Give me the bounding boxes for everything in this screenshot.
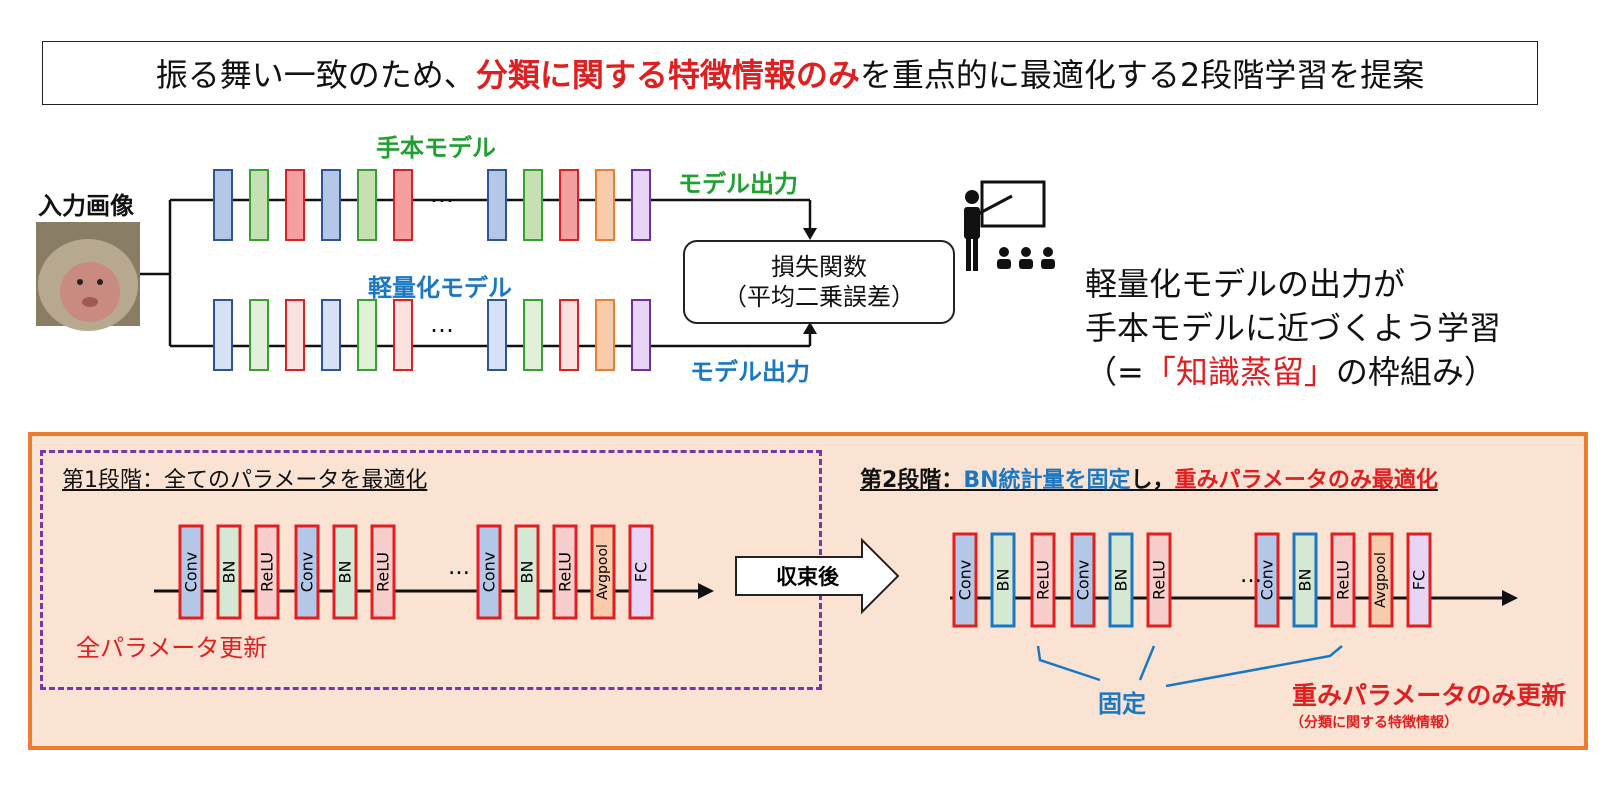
title-box: 振る舞い一致のため、分類に関する特徴情報のみを重点的に最適化する2段階学習を提案 bbox=[42, 41, 1538, 105]
layer-bn bbox=[216, 524, 242, 620]
layer-label-bn: BN bbox=[336, 561, 355, 584]
layer-label-conv: Conv bbox=[182, 552, 201, 593]
stage1-flow-arrowhead bbox=[698, 583, 714, 599]
layer-label-conv: Conv bbox=[480, 552, 499, 593]
stage1-title: 第1段階：全てのパラメータを最適化 bbox=[62, 468, 428, 493]
layer-relu bbox=[370, 524, 396, 620]
title-pre: 振る舞い一致のため、 bbox=[155, 56, 476, 94]
layer-conv bbox=[1254, 532, 1280, 628]
student-arrowhead bbox=[803, 322, 817, 334]
layer-label-bn: BN bbox=[1296, 569, 1315, 592]
teacher-model-label: 手本モデル bbox=[376, 134, 496, 162]
explanation-line3: （=「知識蒸留」の枠組み） bbox=[1085, 353, 1496, 391]
weights-update-label: 重みパラメータのみ更新 bbox=[1292, 681, 1567, 710]
explanation-line1: 軽量化モデルの出力が bbox=[1085, 265, 1406, 303]
input-image bbox=[36, 222, 140, 331]
teacher-output-label: モデル出力 bbox=[678, 170, 798, 198]
layer-conv bbox=[1070, 532, 1096, 628]
converged-arrow bbox=[735, 537, 900, 615]
layer-avgpool bbox=[1368, 532, 1394, 628]
student-ellipsis: … bbox=[430, 310, 454, 338]
fixed-connectors bbox=[1036, 645, 1343, 688]
stage2-title: 第2段階：BN統計量を固定し，重みパラメータのみ最適化 bbox=[860, 468, 1438, 493]
explanation-line2: 手本モデルに近づくよう学習 bbox=[1085, 309, 1502, 347]
layer-relu bbox=[1030, 532, 1056, 628]
loss-subtitle: （平均二乗誤差） bbox=[723, 283, 915, 311]
layer-conv bbox=[476, 524, 502, 620]
stage2-title-red: 重みパラメータのみ最適化 bbox=[1174, 468, 1438, 493]
stage1-note: 全パラメータ更新 bbox=[76, 634, 268, 662]
layer-bn-fixed bbox=[990, 532, 1016, 628]
layer-label-relu: ReLU bbox=[1034, 560, 1053, 600]
layer-label-relu: ReLU bbox=[1334, 560, 1353, 600]
layer-label-conv: Conv bbox=[1074, 560, 1093, 601]
weights-update-sublabel: （分類に関する特徴情報） bbox=[1290, 715, 1458, 731]
teacher-ellipsis: … bbox=[430, 180, 454, 208]
layer-conv bbox=[294, 524, 320, 620]
layer-bn bbox=[514, 524, 540, 620]
layer-label-relu: ReLU bbox=[374, 552, 393, 592]
teacher-layers bbox=[213, 169, 651, 241]
student-output-label: モデル出力 bbox=[690, 358, 810, 386]
fixed-label: 固定 bbox=[1098, 690, 1146, 718]
layer-label-fc: FC bbox=[632, 562, 651, 582]
layer-label-fc: FC bbox=[1410, 570, 1429, 590]
stage2-layers: Conv BN ReLU Conv BN ReLU Conv BN ReLU Avgpool FC bbox=[952, 532, 1432, 628]
teacher-icon bbox=[964, 180, 1055, 271]
layer-label-avgpool: Avgpool bbox=[595, 544, 611, 600]
layer-bn-fixed bbox=[1292, 532, 1318, 628]
input-image-label: 入力画像 bbox=[38, 192, 134, 220]
layer-relu bbox=[1146, 532, 1172, 628]
layer-relu bbox=[552, 524, 578, 620]
layer-avgpool bbox=[590, 524, 616, 620]
layer-label-relu: ReLU bbox=[258, 552, 277, 592]
stage2-flow-arrowhead bbox=[1502, 590, 1518, 606]
layer-label-conv: Conv bbox=[956, 560, 975, 601]
converged-arrow-label: 収束後 bbox=[776, 565, 840, 589]
layer-fc bbox=[1406, 532, 1432, 628]
layer-conv bbox=[952, 532, 978, 628]
layer-relu bbox=[1330, 532, 1356, 628]
layer-label-relu: ReLU bbox=[1150, 560, 1169, 600]
stage1-layers: Conv BN ReLU Conv BN ReLU Conv BN ReLU Avgpool FC bbox=[178, 524, 654, 620]
explanation-text: 軽量化モデルの出力が 手本モデルに近づくよう学習 （=「知識蒸留」の枠組み） bbox=[1085, 262, 1501, 394]
knowledge-distillation-term: 「知識蒸留」 bbox=[1143, 353, 1336, 391]
stage2-title-blue: BN統計量を固定 bbox=[963, 468, 1131, 493]
layer-label-bn: BN bbox=[1112, 569, 1131, 592]
layer-conv bbox=[178, 524, 204, 620]
layer-label-relu: ReLU bbox=[556, 552, 575, 592]
layer-relu bbox=[254, 524, 280, 620]
loss-function-box: 損失関数 （平均二乗誤差） bbox=[683, 240, 955, 324]
layer-label-bn: BN bbox=[220, 561, 239, 584]
teacher-arrowhead bbox=[803, 228, 817, 240]
layer-label-avgpool: Avgpool bbox=[1373, 552, 1389, 608]
layer-bn-fixed bbox=[1108, 532, 1134, 628]
stage2-ellipsis: … bbox=[1240, 563, 1262, 588]
student-layers bbox=[213, 299, 651, 371]
title-highlight: 分類に関する特徴情報のみ bbox=[475, 56, 860, 94]
loss-title: 損失関数 bbox=[771, 253, 867, 281]
layer-bn bbox=[332, 524, 358, 620]
layer-label-bn: BN bbox=[518, 561, 537, 584]
layer-label-conv: Conv bbox=[298, 552, 317, 593]
layer-label-bn: BN bbox=[994, 569, 1013, 592]
title-post: を重点的に最適化する2段階学習を提案 bbox=[859, 56, 1425, 94]
layer-label-conv: Conv bbox=[1258, 560, 1277, 601]
layer-fc bbox=[628, 524, 654, 620]
student-model-label: 軽量化モデル bbox=[368, 274, 512, 302]
stage1-ellipsis: … bbox=[448, 555, 470, 580]
